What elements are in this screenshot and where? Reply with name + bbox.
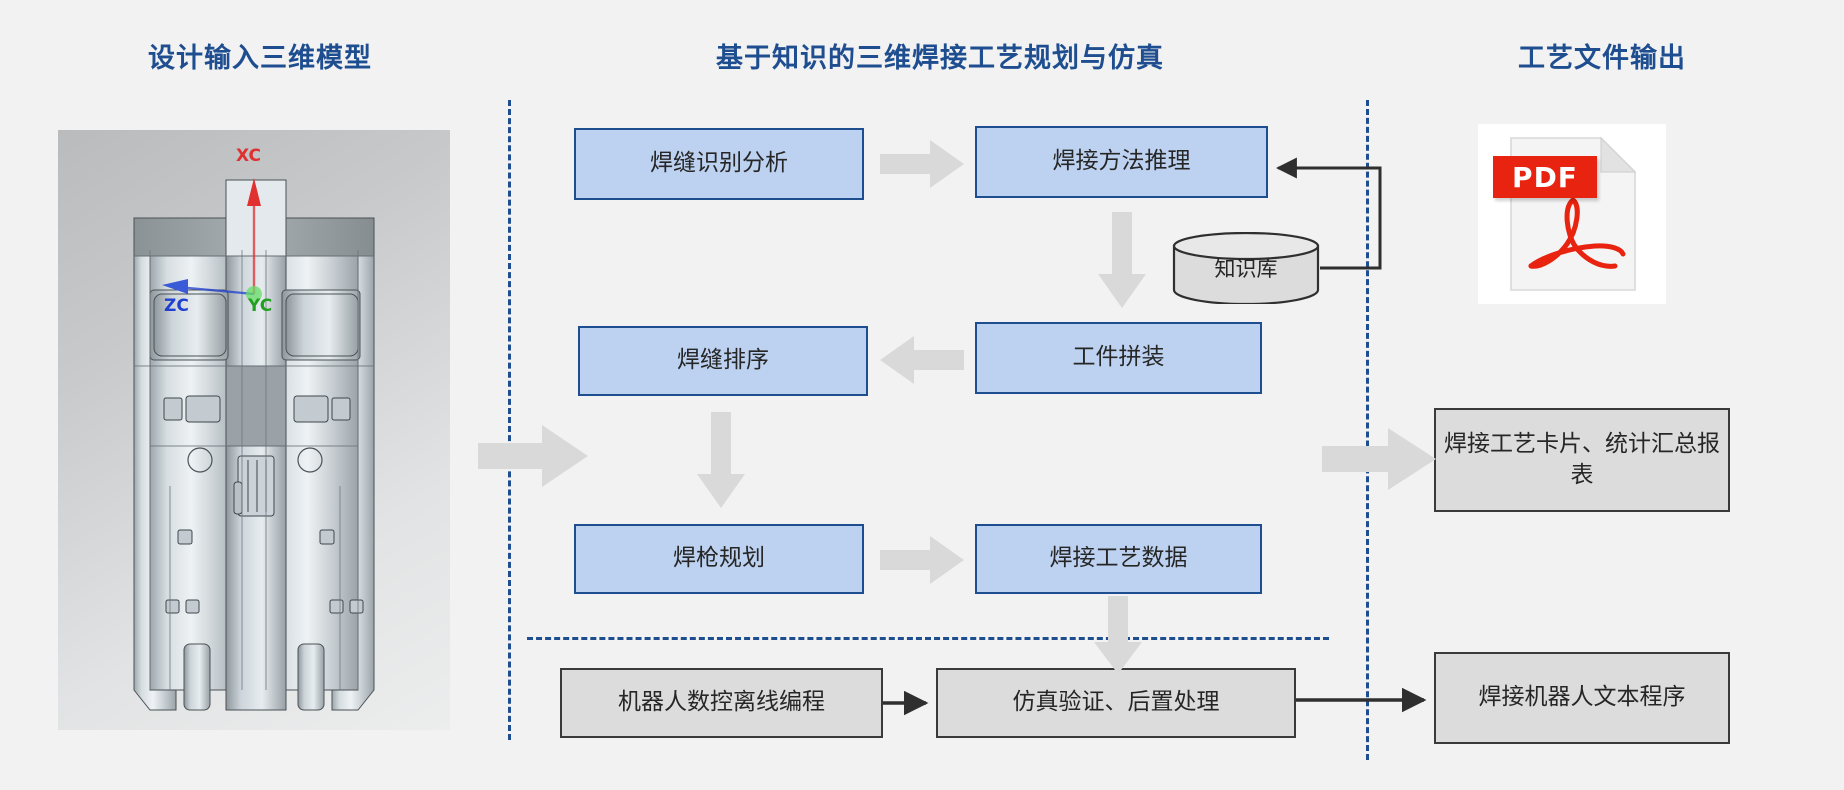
process-box-weld-seam-recognition[interactable]: 焊缝识别分析 bbox=[574, 128, 864, 200]
block-arrow-model-to-planning bbox=[478, 425, 588, 487]
axis-label-x: XC bbox=[236, 146, 261, 166]
output-box-process-cards-reports[interactable]: 焊接工艺卡片、统计汇总报表 bbox=[1434, 408, 1730, 512]
process-box-torch-planning[interactable]: 焊枪规划 bbox=[574, 524, 864, 594]
pdf-output-icon[interactable]: PDF bbox=[1478, 124, 1666, 304]
process-box-robot-offline-programming[interactable]: 机器人数控离线编程 bbox=[560, 668, 883, 738]
knowledge-base-label: 知识库 bbox=[1214, 257, 1278, 281]
axis-label-z: ZC bbox=[164, 296, 189, 316]
block-arrow-torch-planning-to-process-data bbox=[880, 536, 964, 584]
output-box-robot-text-program[interactable]: 焊接机器人文本程序 bbox=[1434, 652, 1730, 744]
process-box-workpiece-assembly[interactable]: 工件拼装 bbox=[975, 322, 1262, 394]
block-arrow-assembly-to-sequencing bbox=[880, 336, 964, 384]
block-arrow-reasoning-to-assembly bbox=[1098, 212, 1146, 308]
divider-dashed-right bbox=[1366, 100, 1369, 760]
axis-label-y: YC bbox=[248, 296, 273, 316]
process-box-welding-process-data[interactable]: 焊接工艺数据 bbox=[975, 524, 1262, 594]
section-title-output: 工艺文件输出 bbox=[1518, 43, 1686, 74]
divider-dashed-bottom bbox=[527, 637, 1329, 640]
knowledge-base-cylinder[interactable]: 知识库 bbox=[1172, 231, 1320, 306]
block-arrow-recognition-to-reasoning bbox=[880, 140, 964, 188]
cad-axis-triad bbox=[162, 178, 262, 302]
divider-dashed-left bbox=[508, 100, 511, 740]
process-box-simulation-postprocessing[interactable]: 仿真验证、后置处理 bbox=[936, 668, 1296, 738]
process-box-weld-seam-sequencing[interactable]: 焊缝排序 bbox=[578, 326, 868, 396]
pdf-badge-label: PDF bbox=[1493, 156, 1597, 198]
block-arrow-planning-to-reports bbox=[1322, 428, 1436, 490]
process-box-welding-method-reasoning[interactable]: 焊接方法推理 bbox=[975, 126, 1268, 198]
section-title-planning: 基于知识的三维焊接工艺规划与仿真 bbox=[716, 43, 1164, 74]
cad-model-drawing bbox=[133, 178, 375, 711]
block-arrow-sequencing-to-torch-planning bbox=[697, 412, 745, 508]
cad-model-viewport: XC YC ZC bbox=[58, 130, 450, 730]
section-title-design-input: 设计输入三维模型 bbox=[148, 43, 372, 74]
block-arrow-process-data-to-simulation bbox=[1094, 596, 1142, 674]
